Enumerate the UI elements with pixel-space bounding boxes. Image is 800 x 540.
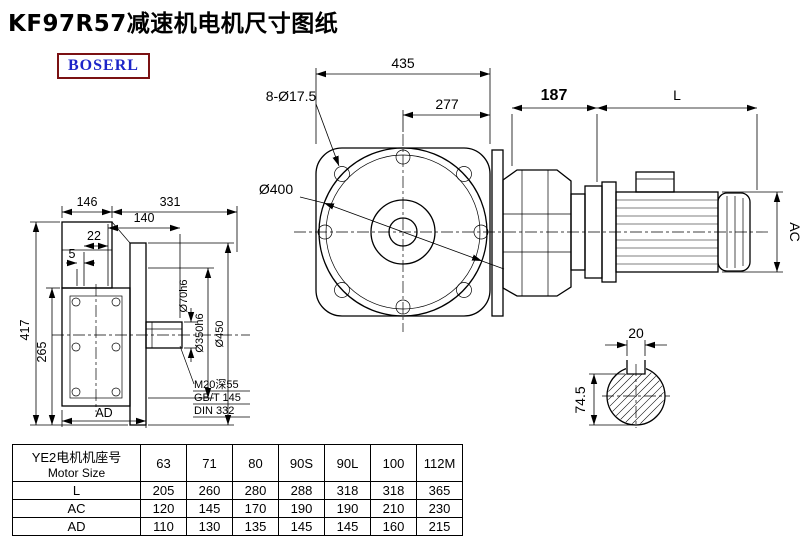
side-view-dimensions: 187 L AC bbox=[511, 87, 800, 273]
cell-AC-90L: 190 bbox=[324, 499, 371, 518]
header-cn: YE2电机机座号 bbox=[31, 449, 122, 465]
cell-AC-90S: 190 bbox=[278, 499, 325, 518]
table-header-motor-size: YE2电机机座号 Motor Size bbox=[12, 444, 141, 482]
cell-AC-71: 145 bbox=[186, 499, 233, 518]
note-gbt-label: GB/T 145 bbox=[194, 392, 241, 404]
center-lines bbox=[52, 134, 770, 412]
cell-AD-100: 160 bbox=[370, 517, 417, 536]
frame-size-112M: 112M bbox=[416, 444, 463, 482]
row-label-AC: AC bbox=[12, 499, 141, 518]
cell-L-100: 318 bbox=[370, 481, 417, 500]
table-row-AC: AC 120 145 170 190 190 210 230 bbox=[12, 499, 463, 518]
cell-L-90S: 288 bbox=[278, 481, 325, 500]
front-view bbox=[315, 147, 491, 317]
terminal-box bbox=[635, 171, 675, 193]
dim-AC-label: AC bbox=[787, 222, 800, 241]
bolt bbox=[71, 387, 81, 397]
frame-size-63: 63 bbox=[140, 444, 187, 482]
header-en: Motor Size bbox=[47, 465, 106, 480]
output-shaft bbox=[145, 321, 183, 349]
bolt bbox=[71, 342, 81, 352]
dim-146-label: 146 bbox=[77, 195, 98, 209]
frame-size-90S: 90S bbox=[278, 444, 325, 482]
dim-d350-label: Ø350h6 bbox=[194, 313, 206, 352]
cell-AD-63: 110 bbox=[140, 517, 187, 536]
dim-20-label: 20 bbox=[628, 325, 644, 341]
bolt bbox=[111, 387, 121, 397]
dim-277-label: 277 bbox=[435, 96, 459, 112]
cell-L-80: 280 bbox=[232, 481, 279, 500]
flange-edge bbox=[491, 149, 504, 317]
cell-AD-90L: 145 bbox=[324, 517, 371, 536]
bolt bbox=[71, 297, 81, 307]
note-tap-label: M20深55 bbox=[194, 378, 239, 391]
fan-cover bbox=[717, 192, 751, 272]
bolt-hole bbox=[334, 282, 350, 298]
front-view-dimensions: 435 277 8-Ø17.5 Ø400 bbox=[259, 55, 505, 270]
bolt-hole bbox=[456, 282, 472, 298]
dim-187-label: 187 bbox=[541, 87, 568, 104]
row-label-L: L bbox=[12, 481, 141, 500]
cell-AD-90S: 145 bbox=[278, 517, 325, 536]
dim-d70-label: Ø70h6 bbox=[178, 279, 190, 312]
dim-331-label: 331 bbox=[160, 195, 181, 209]
brand-logo: BOSERL bbox=[57, 53, 150, 79]
bolt bbox=[111, 297, 121, 307]
motor-size-table: YE2电机机座号 Motor Size 63 71 80 90S 90L 100… bbox=[12, 444, 463, 536]
cell-AD-80: 135 bbox=[232, 517, 279, 536]
row-label-AD: AD bbox=[12, 517, 141, 536]
cell-AD-71: 130 bbox=[186, 517, 233, 536]
left-view-dimensions: 146 331 140 22 5 417 265 AD Ø450 Ø350h6 bbox=[18, 195, 250, 428]
side-view bbox=[491, 149, 751, 317]
cell-L-90L: 318 bbox=[324, 481, 371, 500]
dim-74-5-label: 74.5 bbox=[572, 386, 588, 413]
flange-circle bbox=[318, 147, 488, 317]
gear-housing bbox=[502, 169, 572, 297]
cell-AC-112M: 230 bbox=[416, 499, 463, 518]
left-view bbox=[61, 221, 183, 426]
frame-size-100: 100 bbox=[370, 444, 417, 482]
cell-AC-63: 120 bbox=[140, 499, 187, 518]
motor-fins bbox=[616, 199, 718, 265]
dim-d400-label: Ø400 bbox=[259, 181, 293, 197]
bolt-hole bbox=[334, 166, 350, 182]
shaft-section: 20 74.5 bbox=[572, 325, 670, 428]
cell-L-63: 205 bbox=[140, 481, 187, 500]
table-row-L: L 205 260 280 288 318 318 365 bbox=[12, 481, 463, 500]
dim-5-label: 5 bbox=[69, 247, 76, 261]
cell-AD-112M: 215 bbox=[416, 517, 463, 536]
table-row-AD: AD 110 130 135 145 145 160 215 bbox=[12, 517, 463, 536]
bolt-holes-label: 8-Ø17.5 bbox=[266, 88, 317, 104]
bolt-hole bbox=[395, 299, 411, 315]
bolt-hole bbox=[456, 166, 472, 182]
dim-AD-label: AD bbox=[95, 406, 112, 420]
dim-d450-label: Ø450 bbox=[214, 321, 226, 348]
cell-AC-80: 170 bbox=[232, 499, 279, 518]
cell-AC-100: 210 bbox=[370, 499, 417, 518]
dim-22-label: 22 bbox=[87, 229, 101, 243]
table-header-row: YE2电机机座号 Motor Size 63 71 80 90S 90L 100… bbox=[12, 444, 463, 482]
dim-L-label: L bbox=[673, 87, 681, 103]
frame-size-71: 71 bbox=[186, 444, 233, 482]
dim-417-label: 417 bbox=[18, 320, 32, 341]
cell-L-112M: 365 bbox=[416, 481, 463, 500]
note-din-label: DIN 332 bbox=[194, 405, 234, 417]
dim-435-label: 435 bbox=[391, 55, 415, 71]
page-title: KF97R57减速机电机尺寸图纸 bbox=[8, 11, 339, 37]
dim-140-label: 140 bbox=[134, 211, 155, 225]
cell-L-71: 260 bbox=[186, 481, 233, 500]
frame-size-90L: 90L bbox=[324, 444, 371, 482]
frame-size-80: 80 bbox=[232, 444, 279, 482]
bolt-hole bbox=[395, 149, 411, 165]
output-flange-edge bbox=[129, 242, 147, 426]
bolt bbox=[111, 342, 121, 352]
dim-265-label: 265 bbox=[35, 342, 49, 363]
